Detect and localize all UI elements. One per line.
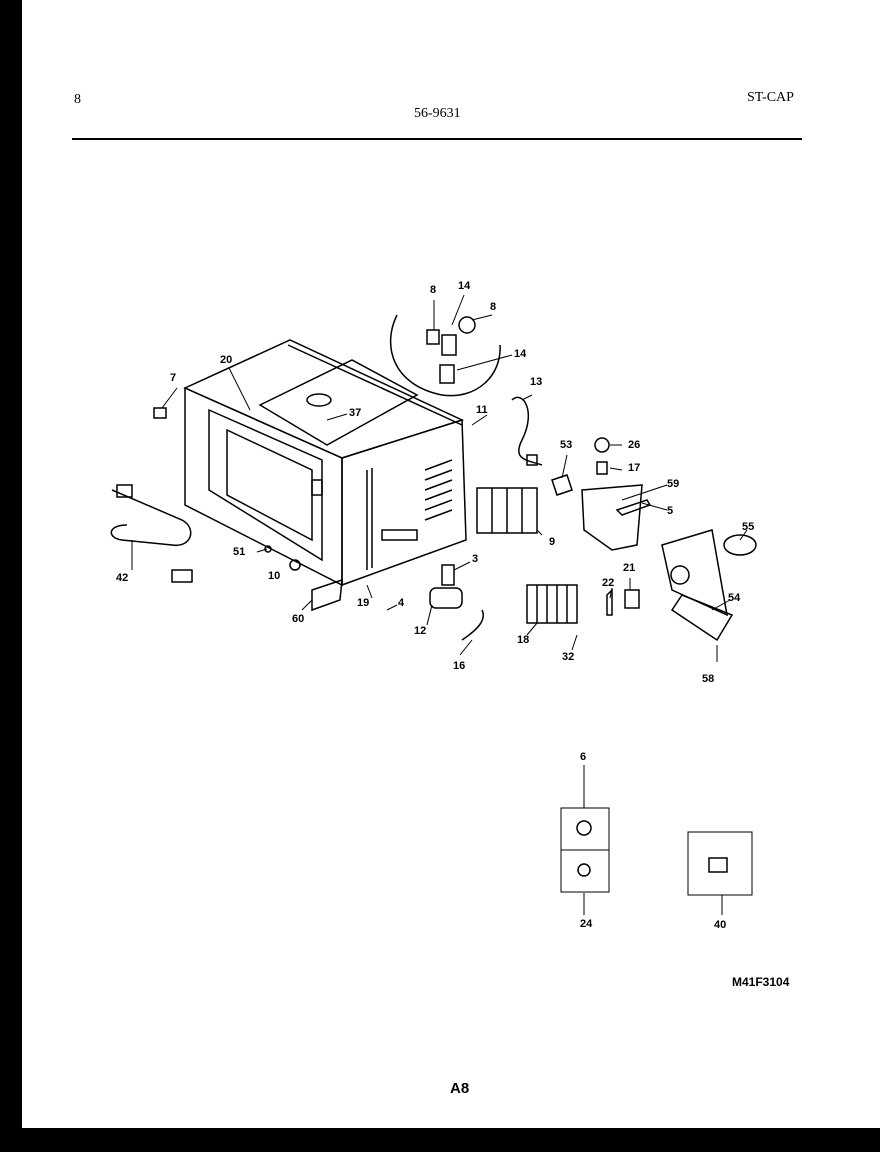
callout-22: 22 [602, 577, 615, 589]
inset-box-6 [560, 807, 610, 851]
callout-3: 3 [472, 553, 479, 565]
transformer [526, 584, 578, 624]
callout-8a: 8 [430, 284, 437, 296]
fan-motor-plate [661, 529, 728, 617]
callout-17: 17 [628, 462, 641, 474]
callout-10: 10 [268, 570, 281, 582]
callout-40: 40 [714, 919, 727, 931]
part-22 [606, 588, 613, 616]
model-number: 56-9631 [414, 106, 461, 121]
page-number: 8 [74, 92, 81, 107]
callout-9: 9 [549, 536, 556, 548]
heater-element [110, 489, 192, 546]
callout-55: 55 [742, 521, 755, 533]
callout-54: 54 [728, 592, 741, 604]
drawing-code: M41F3104 [732, 975, 790, 989]
capacitor-bracket [441, 564, 455, 586]
callout-37: 37 [349, 407, 362, 419]
callout-21: 21 [623, 562, 636, 574]
callout-8b: 8 [490, 301, 497, 313]
part-7 [153, 407, 167, 419]
callout-4: 4 [398, 597, 405, 609]
callout-24: 24 [580, 918, 593, 930]
power-cord [511, 396, 543, 466]
capacitor [429, 587, 463, 609]
callout-60: 60 [292, 613, 305, 625]
cabinet-assembly [183, 339, 467, 587]
exploded-parts-diagram [110, 294, 757, 915]
callout-16: 16 [453, 660, 466, 672]
callout-6: 6 [580, 751, 587, 763]
page-label: A8 [450, 1080, 470, 1097]
lamp-socket [596, 461, 608, 475]
series-code: ST-CAP [747, 90, 794, 105]
plug [526, 454, 538, 466]
callout-11: 11 [476, 404, 488, 416]
leader-lines [131, 294, 748, 915]
callout-59: 59 [667, 478, 680, 490]
part-5 [615, 499, 652, 516]
callout-18: 18 [517, 634, 530, 646]
callout-12: 12 [414, 625, 427, 637]
part-60 [311, 578, 343, 612]
callout-19: 19 [357, 597, 370, 609]
callout-32: 32 [562, 651, 575, 663]
callout-20: 20 [220, 354, 233, 366]
callout-13: 13 [530, 376, 543, 388]
callout-7: 7 [170, 372, 177, 384]
inset-box-24 [560, 849, 610, 893]
interlock-switch-detail [389, 314, 501, 397]
callout-53: 53 [560, 439, 573, 451]
callout-51: 51 [233, 546, 246, 558]
header-rule [72, 138, 802, 140]
fan-blade [723, 534, 757, 556]
lamp [594, 437, 610, 453]
callout-5: 5 [667, 505, 674, 517]
relay [624, 589, 640, 609]
part-51 [264, 545, 272, 553]
callout-14a: 14 [458, 280, 471, 292]
callout-26: 26 [628, 439, 641, 451]
bracket [581, 484, 643, 551]
callout-14b: 14 [514, 348, 527, 360]
callout-58: 58 [702, 673, 715, 685]
diode [461, 609, 484, 641]
callout-42: 42 [116, 572, 129, 584]
inset-box-40 [687, 831, 753, 896]
parts-sheet: 8 56-9631 ST-CAP [22, 0, 880, 1128]
